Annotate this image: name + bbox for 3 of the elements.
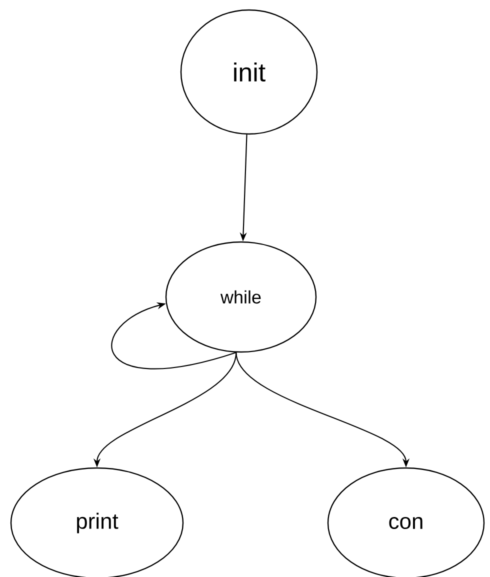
arrow xyxy=(111,302,236,370)
ellipse-node: init xyxy=(180,9,318,135)
ellipse-node: while xyxy=(165,241,317,353)
